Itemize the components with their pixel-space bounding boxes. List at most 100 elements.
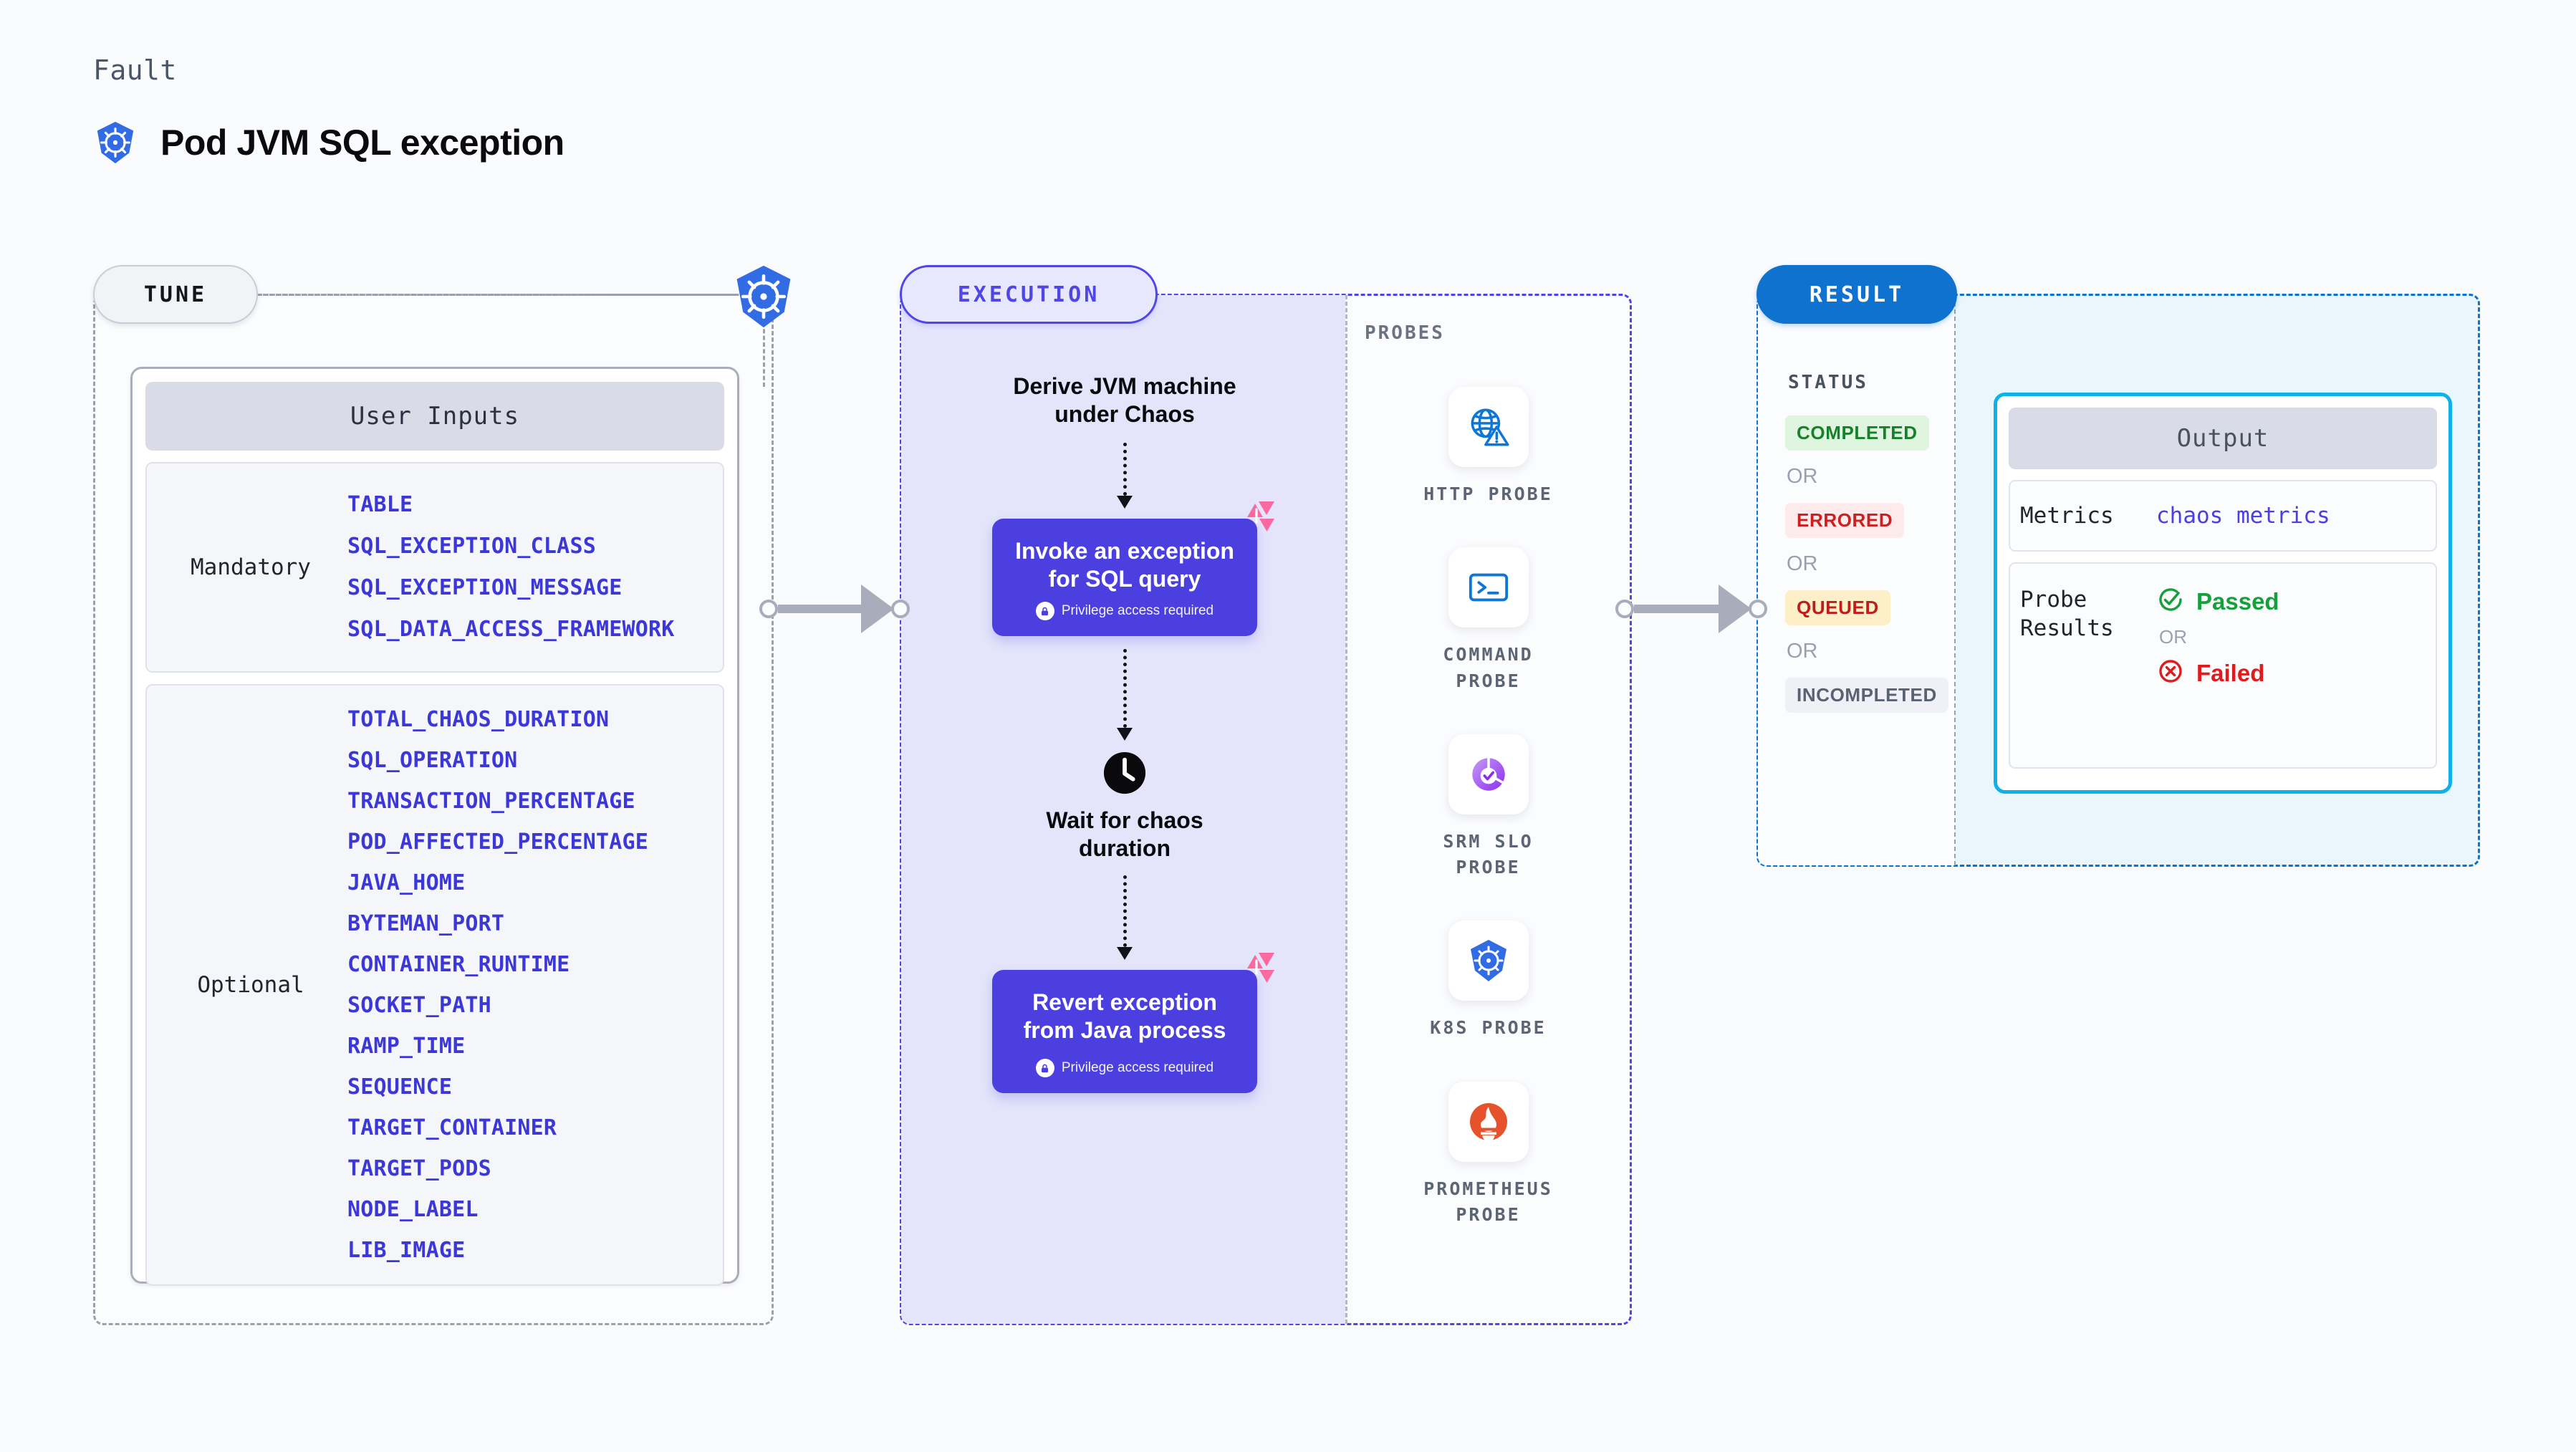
or-separator: OR bbox=[1787, 465, 1818, 488]
litmus-chaos-icon bbox=[1237, 950, 1277, 994]
param-item[interactable]: LIB_IMAGE bbox=[347, 1238, 466, 1263]
probe-label-line: K8S PROBE bbox=[1430, 1017, 1547, 1039]
step-line: under Chaos bbox=[1054, 401, 1195, 428]
probe-label-line: PROBE bbox=[1456, 857, 1521, 878]
param-item[interactable]: SQL_EXCEPTION_MESSAGE bbox=[347, 575, 623, 600]
probe-results-values: Passed OR Failed bbox=[2156, 585, 2279, 689]
step-line: Wait for chaos bbox=[1046, 807, 1203, 834]
litmus-chaos-icon bbox=[1237, 499, 1277, 542]
flow-arrow bbox=[1117, 875, 1133, 961]
probe-label-line: HTTP PROBE bbox=[1423, 484, 1553, 504]
param-item[interactable]: NODE_LABEL bbox=[347, 1197, 479, 1222]
srm-slo-icon bbox=[1448, 734, 1529, 814]
execution-step-invoke[interactable]: Invoke an exception for SQL query Privil… bbox=[992, 501, 1274, 637]
metrics-value[interactable]: chaos metrics bbox=[2156, 503, 2330, 529]
globe-warning-icon bbox=[1448, 387, 1529, 467]
tune-k8s-drop-connector bbox=[763, 322, 765, 387]
privilege-note: Privilege access required bbox=[1008, 1059, 1241, 1078]
output-card: Output Metrics chaos metrics Probe Resul… bbox=[1994, 393, 2452, 794]
execution-tag[interactable]: EXECUTION bbox=[900, 265, 1158, 324]
probe-label: SRM SLO PROBE bbox=[1443, 829, 1533, 881]
probe-result-failed: Failed bbox=[2156, 657, 2279, 689]
connector-arrowhead bbox=[1719, 585, 1751, 633]
probe-label-line: PROBE bbox=[1456, 1203, 1521, 1225]
step-line: from Java process bbox=[1023, 1017, 1226, 1044]
step-line: Invoke an exception bbox=[1015, 538, 1234, 564]
param-item[interactable]: TRANSACTION_PERCENTAGE bbox=[347, 789, 635, 814]
probe-label-line: PROMETHEUS bbox=[1423, 1178, 1553, 1199]
param-item[interactable]: SEQUENCE bbox=[347, 1074, 453, 1100]
fault-kicker: Fault bbox=[93, 54, 177, 86]
step-title: Revert exception from Java process bbox=[1008, 989, 1241, 1044]
connector-arrowhead bbox=[861, 585, 894, 633]
status-label: STATUS bbox=[1788, 372, 1868, 393]
kubernetes-icon bbox=[93, 120, 138, 165]
probe-label: K8S PROBE bbox=[1430, 1015, 1546, 1041]
lock-icon bbox=[1035, 1059, 1054, 1078]
or-separator: OR bbox=[1787, 640, 1818, 663]
probe-results-key-line: Results bbox=[2020, 615, 2114, 642]
status-badge-queued: QUEUED bbox=[1785, 590, 1890, 625]
mandatory-label: Mandatory bbox=[191, 554, 311, 580]
probe-k8s[interactable]: K8S PROBE bbox=[1361, 920, 1615, 1041]
param-item[interactable]: CONTAINER_RUNTIME bbox=[347, 952, 570, 977]
param-item[interactable]: TABLE bbox=[347, 492, 413, 517]
probe-label: HTTP PROBE bbox=[1423, 481, 1553, 507]
param-item[interactable]: POD_AFFECTED_PERCENTAGE bbox=[347, 830, 649, 855]
probe-result-failed-text: Failed bbox=[2196, 659, 2265, 686]
flow-arrow bbox=[1117, 443, 1133, 509]
optional-label: Optional bbox=[197, 972, 304, 998]
probe-label-line: COMMAND bbox=[1443, 644, 1534, 665]
prometheus-icon bbox=[1448, 1081, 1529, 1162]
result-status-panel bbox=[1758, 295, 1954, 865]
param-item[interactable]: SQL_EXCEPTION_CLASS bbox=[347, 534, 596, 559]
kubernetes-icon bbox=[731, 264, 797, 333]
probe-command[interactable]: COMMAND PROBE bbox=[1361, 547, 1615, 694]
probe-results-key: Probe Results bbox=[2020, 585, 2156, 643]
step-line: Derive JVM machine bbox=[1013, 373, 1236, 399]
optional-group: Optional TOTAL_CHAOS_DURATION SQL_OPERAT… bbox=[145, 684, 724, 1286]
output-title: Output bbox=[2009, 408, 2437, 469]
status-badge-completed: COMPLETED bbox=[1785, 415, 1929, 451]
param-item[interactable]: TARGET_PODS bbox=[347, 1156, 491, 1181]
tune-tag[interactable]: TUNE bbox=[93, 265, 258, 324]
probe-label-line: PROBE bbox=[1456, 670, 1521, 691]
optional-items: TOTAL_CHAOS_DURATION SQL_OPERATION TRANS… bbox=[347, 699, 716, 1271]
mandatory-group: Mandatory TABLE SQL_EXCEPTION_CLASS SQL_… bbox=[145, 462, 724, 673]
param-item[interactable]: JAVA_HOME bbox=[347, 870, 466, 895]
probe-label-line: SRM SLO bbox=[1443, 830, 1534, 852]
privilege-note-text: Privilege access required bbox=[1061, 1060, 1214, 1076]
execution-step-derive: Derive JVM machine under Chaos bbox=[1013, 372, 1236, 428]
probes-list: HTTP PROBE COMMAND PROBE bbox=[1361, 387, 1615, 1268]
result-tag[interactable]: RESULT bbox=[1756, 265, 1957, 324]
probe-result-passed: Passed bbox=[2156, 585, 2279, 617]
param-item[interactable]: SOCKET_PATH bbox=[347, 993, 491, 1018]
user-inputs-title: User Inputs bbox=[145, 382, 724, 451]
param-item[interactable]: RAMP_TIME bbox=[347, 1034, 466, 1059]
probe-label: COMMAND PROBE bbox=[1443, 642, 1533, 694]
privilege-note: Privilege access required bbox=[1008, 602, 1241, 621]
step-line: for SQL query bbox=[1048, 566, 1201, 592]
connector-shaft bbox=[1634, 605, 1720, 613]
param-item[interactable]: TOTAL_CHAOS_DURATION bbox=[347, 707, 610, 732]
status-badge-incompleted: INCOMPLETED bbox=[1785, 678, 1948, 713]
result-divider bbox=[1954, 295, 1956, 865]
execution-flow: Derive JVM machine under Chaos Invoke an… bbox=[931, 372, 1318, 1094]
status-badge-errored: ERRORED bbox=[1785, 503, 1905, 538]
execution-step-revert[interactable]: Revert exception from Java process Privi… bbox=[992, 953, 1274, 1094]
probe-http[interactable]: HTTP PROBE bbox=[1361, 387, 1615, 507]
execution-to-result-arrow bbox=[1615, 584, 1767, 634]
param-item[interactable]: TARGET_CONTAINER bbox=[347, 1115, 557, 1140]
param-item[interactable]: SQL_OPERATION bbox=[347, 748, 518, 773]
connector-dot-end bbox=[1749, 600, 1767, 618]
clock-icon bbox=[1102, 751, 1147, 795]
param-item[interactable]: BYTEMAN_PORT bbox=[347, 911, 505, 936]
connector-dot-start bbox=[759, 600, 778, 618]
param-item[interactable]: SQL_DATA_ACCESS_FRAMEWORK bbox=[347, 617, 675, 642]
probe-srm-slo[interactable]: SRM SLO PROBE bbox=[1361, 734, 1615, 881]
probes-label: PROBES bbox=[1365, 322, 1445, 344]
status-list: COMPLETED OR ERRORED OR QUEUED OR INCOMP… bbox=[1785, 415, 1950, 713]
probe-prometheus[interactable]: PROMETHEUS PROBE bbox=[1361, 1081, 1615, 1229]
connector-dot-start bbox=[1615, 600, 1634, 618]
